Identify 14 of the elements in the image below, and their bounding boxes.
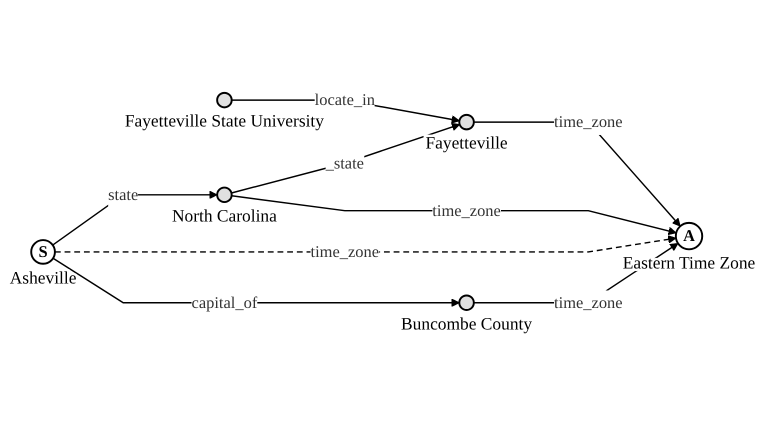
arrow	[231, 122, 460, 194]
node-caption: Buncombe County	[401, 313, 532, 334]
entity-circle	[458, 114, 475, 130]
entity-circle	[458, 294, 475, 311]
arrow	[232, 195, 677, 236]
node-caption: Fayetteville	[425, 132, 508, 153]
node-caption: North Carolina	[172, 205, 277, 226]
entity-circle: A	[674, 222, 704, 250]
entity-circle: S	[30, 239, 56, 265]
entity-circle	[216, 186, 233, 204]
node-caption: Fayetteville State University	[124, 110, 324, 131]
entity-circle	[216, 92, 233, 108]
arrow	[54, 235, 676, 253]
node-caption: Asheville	[10, 268, 76, 288]
